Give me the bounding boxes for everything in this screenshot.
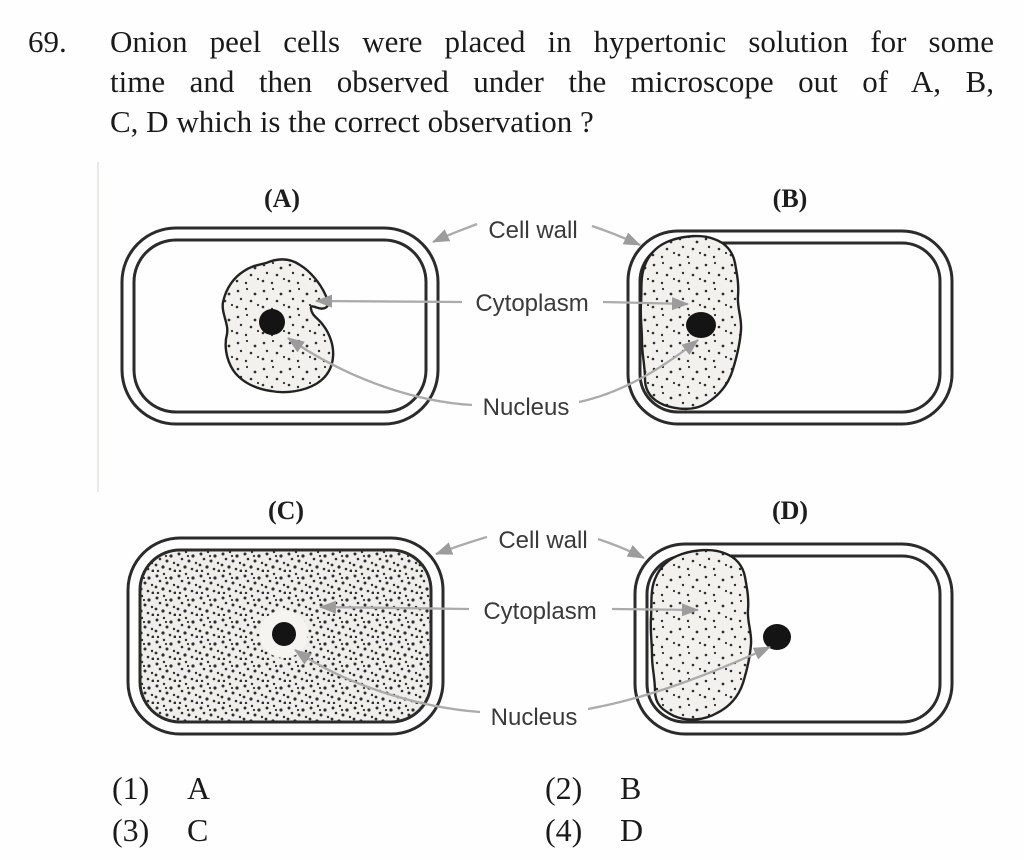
scan-artifact-line [97,162,99,492]
panel-label-a: (A) [263,184,301,213]
option-4-number: (4) [545,812,583,848]
option-2-letter: B [620,770,642,806]
question-number: 69. [28,24,67,59]
cytoplasm-arrow-a [315,294,463,308]
cytoplasm-arrow-c [319,600,470,614]
option-1-number: (1) [112,770,150,806]
option-1[interactable]: (1) A [112,770,210,806]
option-3-number: (3) [112,812,150,848]
nucleus-arrow-b [578,339,699,404]
panel-label-d: (D) [771,496,809,525]
question-line-2: time and then observed under the microsc… [110,64,994,99]
option-3[interactable]: (3) C [112,812,208,848]
cell-a-drawing [120,226,440,426]
label-cytoplasm-bottom: Cytoplasm [483,598,597,625]
panel-label-c: (C) [267,496,305,525]
option-3-letter: C [187,812,209,848]
label-nucleus-bottom: Nucleus [490,704,578,731]
panel-label-b: (B) [772,184,808,213]
question-line-1: Onion peel cells were placed in hyperton… [110,24,994,59]
label-cell-wall-bottom: Cell wall [498,527,588,554]
option-2-number: (2) [545,770,583,806]
option-2[interactable]: (2) B [545,770,641,806]
nucleus-arrow-c [294,649,481,714]
cell-b-drawing [626,229,954,426]
question-line-3: C, D which is the correct observation ? [110,104,594,139]
option-4-letter: D [620,812,644,848]
cell-c-drawing [126,536,445,736]
option-1-letter: A [187,770,211,806]
label-cell-wall-top: Cell wall [488,217,578,244]
label-nucleus-top: Nucleus [482,394,570,421]
cell-d-drawing [633,542,954,736]
nucleus-arrow-d [587,645,771,711]
label-cytoplasm-top: Cytoplasm [475,290,589,317]
question-text: Onion peel cells were placed in hyperton… [110,22,994,142]
option-4[interactable]: (4) D [545,812,643,848]
